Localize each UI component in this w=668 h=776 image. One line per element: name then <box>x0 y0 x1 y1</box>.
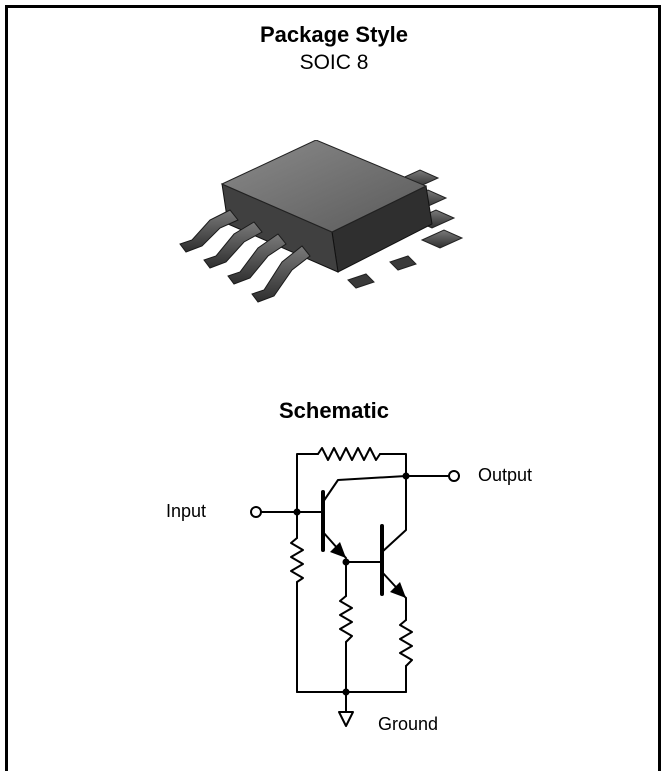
ground-label: Ground <box>378 714 439 734</box>
schematic-title: Schematic <box>278 398 390 423</box>
input-label: Input <box>166 501 207 521</box>
soic8-package-image <box>179 140 464 303</box>
right-resistor <box>399 619 413 667</box>
feedback-resistor <box>317 447 381 461</box>
diagram-frame <box>5 5 661 771</box>
q2-collector <box>381 475 407 553</box>
chip-pads-bottom <box>347 255 417 289</box>
input-bias-resistor <box>290 537 304 583</box>
input-terminal <box>250 506 262 518</box>
feedback-wire-right <box>379 453 407 477</box>
chip-leads-left <box>179 209 311 303</box>
darlington-schematic <box>250 447 460 727</box>
output-terminal <box>448 470 460 482</box>
ground-symbol <box>338 711 354 727</box>
q1-emitter-arrow <box>330 542 346 558</box>
package-title: Package Style <box>260 22 408 47</box>
mid-resistor <box>339 595 353 643</box>
node-mid-junction <box>342 558 350 566</box>
chip-body-top <box>220 140 428 233</box>
output-label: Output <box>478 465 533 485</box>
q2-emitter-arrow <box>390 582 406 598</box>
feedback-wire-left <box>296 453 319 513</box>
node-input-junction <box>293 508 301 516</box>
package-style: SOIC 8 <box>299 51 369 74</box>
node-output-junction <box>402 472 410 480</box>
node-ground-junction <box>342 688 350 696</box>
q1-collector <box>322 475 407 503</box>
